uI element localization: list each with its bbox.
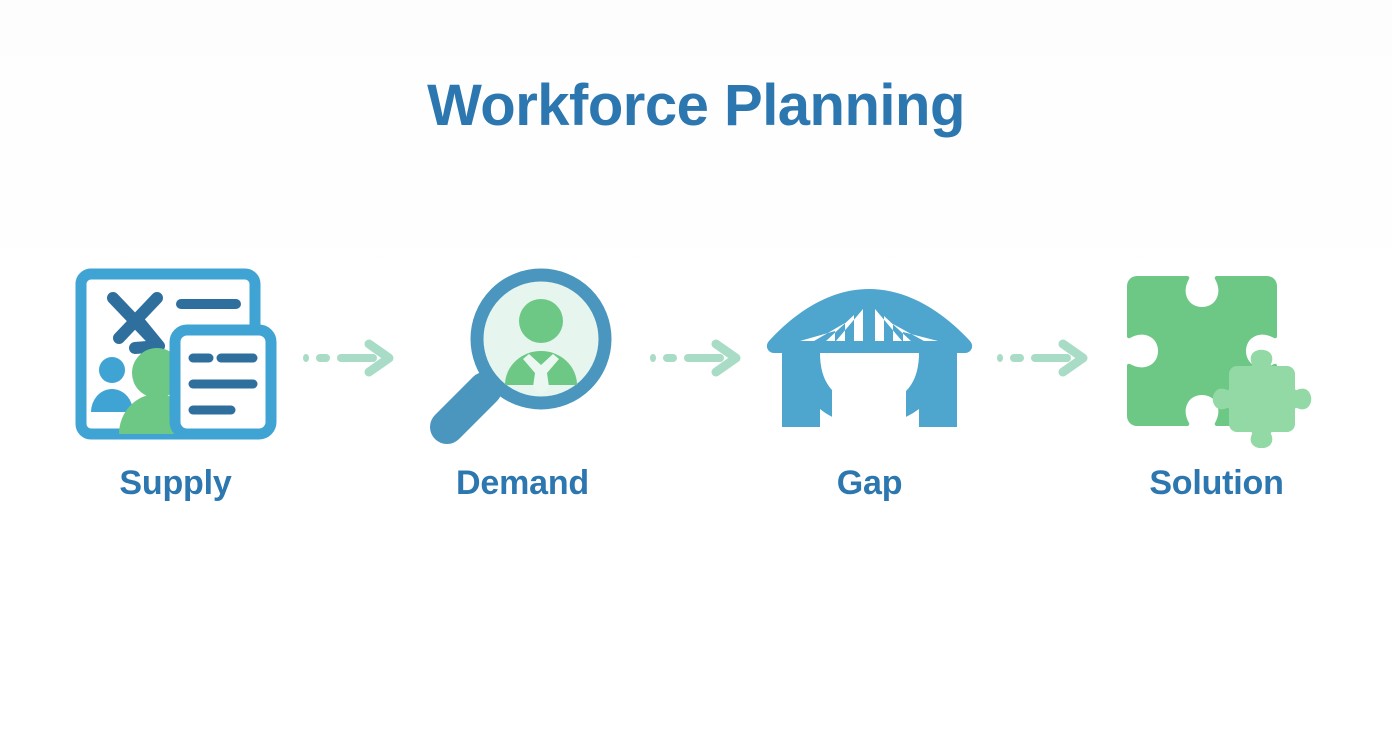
flow-step-label-solution: Solution [1149,464,1284,502]
flow-step-label-demand: Demand [456,464,589,502]
dashed-arrow-right-icon [303,339,394,377]
workforce-planning-flow: Supply [0,258,1392,548]
bridge-icon [762,258,977,458]
dashed-arrow-right-icon [650,339,741,377]
connector-demand-gap [639,258,754,458]
connector-gap-solution [986,258,1101,458]
puzzle-pieces-icon [1109,258,1324,458]
flow-step-label-gap: Gap [836,464,903,502]
flow-step-demand[interactable]: Demand [407,258,639,500]
flow-step-supply[interactable]: Supply [60,258,292,500]
flow-step-label-supply: Supply [119,464,232,502]
page-title: Workforce Planning [427,73,965,138]
dashed-arrow-right-icon [997,339,1088,377]
connector-supply-demand [292,258,407,458]
flow-step-gap[interactable]: Gap [754,258,986,500]
flow-step-solution[interactable]: Solution [1101,258,1333,500]
id-card-people-icon [68,258,283,458]
magnifying-glass-person-icon [415,258,630,458]
